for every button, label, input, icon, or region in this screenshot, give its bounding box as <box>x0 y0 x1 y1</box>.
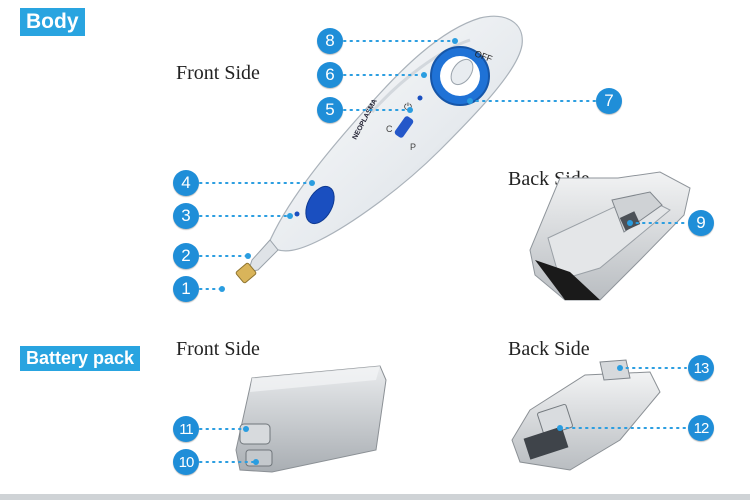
callout-10: 10 <box>173 449 199 475</box>
callout-1: 1 <box>173 276 199 302</box>
mode-p-label: P <box>410 142 416 152</box>
bottom-rule <box>0 494 750 500</box>
pen-front-view: OFF C P ⏻ NEOPLASMA <box>235 15 523 284</box>
callout-11: 11 <box>173 416 199 442</box>
indicator-led <box>294 211 300 217</box>
callout-7: 7 <box>596 88 622 114</box>
caption-body-front-side: Front Side <box>176 62 260 84</box>
battery-front-contact-bottom <box>245 449 273 467</box>
leader-lines <box>199 40 687 463</box>
trigger-button <box>305 185 335 225</box>
callout-2: 2 <box>173 243 199 269</box>
battery-back-view <box>511 359 661 471</box>
callout-12: 12 <box>688 415 714 441</box>
section-tag-battery-pack: Battery pack <box>20 346 141 371</box>
section-tag-body: Body <box>20 8 85 36</box>
mode-c-label: C <box>386 124 393 134</box>
power-dial <box>430 46 490 106</box>
battery-back-contacts <box>523 426 569 460</box>
battery-front-view <box>235 365 387 473</box>
caption-battery-back-side: Back Side <box>508 338 590 360</box>
callout-8: 8 <box>317 28 343 54</box>
power-icon: ⏻ <box>404 102 412 113</box>
callout-6: 6 <box>317 62 343 88</box>
callout-5: 5 <box>317 97 343 123</box>
callout-4: 4 <box>173 170 199 196</box>
dial-indicator-led <box>417 95 423 101</box>
callout-3: 3 <box>173 203 199 229</box>
callout-13: 13 <box>688 355 714 381</box>
mode-switch <box>394 116 414 138</box>
callout-9: 9 <box>688 210 714 236</box>
body-back-view <box>529 171 691 301</box>
caption-battery-front-side: Front Side <box>176 338 260 360</box>
needle-tip <box>235 262 257 284</box>
